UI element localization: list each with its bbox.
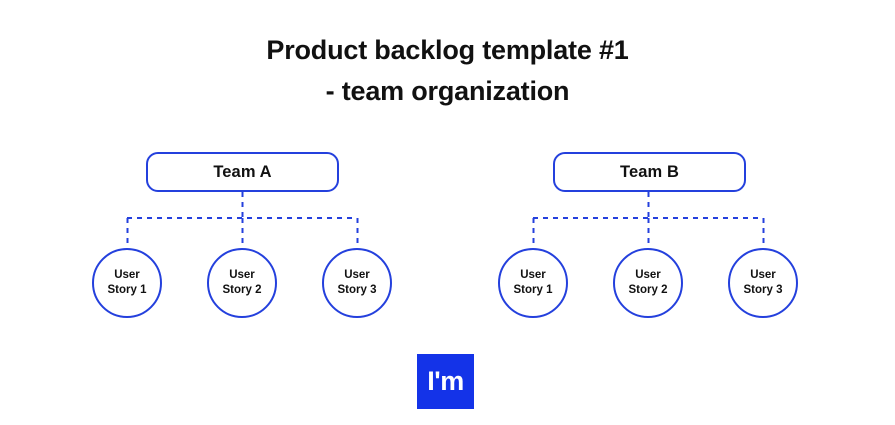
story-label-line-2: Story 2 xyxy=(222,284,262,296)
story-label-line-2: Story 1 xyxy=(107,284,147,296)
story-circle-team-b-story-2[interactable]: User Story 2 xyxy=(613,248,683,318)
page-title-line-2: - team organization xyxy=(325,76,570,106)
story-circle-team-a-story-3[interactable]: User Story 3 xyxy=(322,248,392,318)
story-label-line-1: User xyxy=(114,269,140,281)
page-title-line-1: Product backlog template #1 xyxy=(266,35,629,65)
brand-logo-text: I'm xyxy=(427,366,464,396)
story-label-line-1: User xyxy=(344,269,370,281)
story-label-line-1: User xyxy=(520,269,546,281)
story-label-line-1: User xyxy=(229,269,255,281)
story-circle-team-b-story-1[interactable]: User Story 1 xyxy=(498,248,568,318)
story-label-line-2: Story 3 xyxy=(743,284,783,296)
story-label-line-2: Story 3 xyxy=(337,284,377,296)
story-circle-team-b-story-3[interactable]: User Story 3 xyxy=(728,248,798,318)
team-box-team-b[interactable]: Team B xyxy=(553,152,746,192)
team-box-label: Team B xyxy=(620,162,679,181)
story-label-line-1: User xyxy=(635,269,661,281)
story-circle-team-a-story-1[interactable]: User Story 1 xyxy=(92,248,162,318)
story-label-line-1: User xyxy=(750,269,776,281)
page-title: Product backlog template #1 - team organ… xyxy=(0,30,895,112)
brand-logo: I'm xyxy=(417,354,474,409)
story-label-line-2: Story 2 xyxy=(628,284,668,296)
story-circle-team-a-story-2[interactable]: User Story 2 xyxy=(207,248,277,318)
team-box-label: Team A xyxy=(213,162,272,181)
story-label-line-2: Story 1 xyxy=(513,284,553,296)
team-box-team-a[interactable]: Team A xyxy=(146,152,339,192)
